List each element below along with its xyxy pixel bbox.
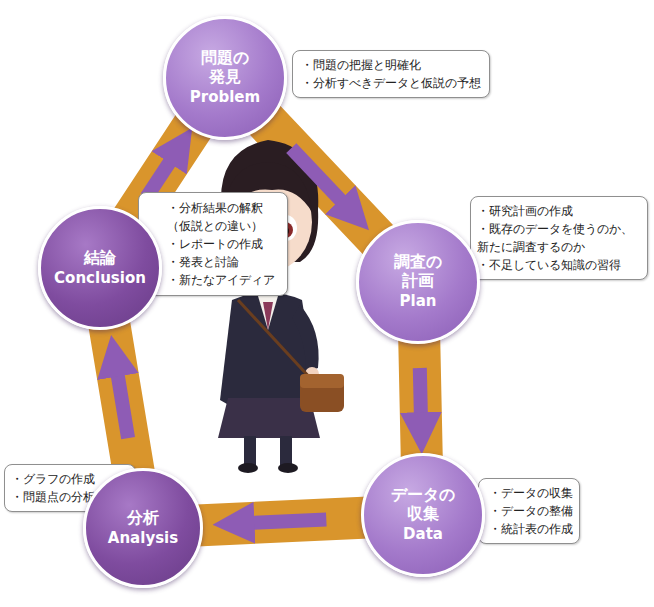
stage-english: Data [403,525,443,545]
cycle-arrow [291,148,351,212]
bullet-item: ・分析結果の解釈 （仮説との違い） [167,199,281,235]
stage-english: Problem [190,88,260,108]
stage-circle: データの 収集Data [361,453,485,577]
stage-circle: 結論 Conclusion [38,206,162,330]
cycle-arrow [420,368,421,429]
bullet-item: ・レポートの作成 [167,235,281,253]
stage-title: 問題の 発見 [188,48,262,86]
bullet-item: ・問題点の分析 [11,488,95,506]
stage-title: データの 収集 [386,485,460,523]
bullet-item: ・研究計画の作成 [477,202,641,220]
stage-circle: 調査の 計画Plan [356,220,480,344]
bullet-item: ・新たなアイディア [167,271,281,289]
bullet-item: ・分析すべきデータと仮説の予想 [301,74,481,92]
cycle-arrow [238,520,327,524]
bullet-item: ・データの収集 [489,484,573,502]
bullet-item: ・問題の把握と明確化 [301,56,481,74]
cycle-arrow [147,149,179,197]
stage-english: Plan [400,292,437,312]
bullet-item: ・統計表の作成 [489,520,573,538]
bullet-item: ・不足している知識の習得 [477,256,641,274]
bullet-item: ・既存のデータを使うのか、 新たに調査するのか [477,220,641,256]
stage-title: 分析 [127,508,159,527]
stage-circle: 分析 Analysis [83,468,203,588]
stage-english: Conclusion [54,269,146,289]
bullet-box: ・研究計画の作成・既存のデータを使うのか、 新たに調査するのか・不足している知識… [470,196,648,280]
stage-title: 結論 [84,248,116,267]
stage-english: Analysis [108,529,178,549]
bullet-box: ・データの収集・データの整備・統計表の作成 [478,478,580,544]
bullet-item: ・グラフの作成 [11,470,95,488]
stage-circle: 問題の 発見Problem [163,16,287,140]
bullet-box: ・問題の把握と明確化・分析すべきデータと仮説の予想 [292,50,490,98]
bullet-item: ・発表と討論 [167,253,281,271]
bullet-item: ・データの整備 [489,502,573,520]
stage-title: 調査の 計画 [381,252,455,290]
cycle-arrow [115,360,128,438]
